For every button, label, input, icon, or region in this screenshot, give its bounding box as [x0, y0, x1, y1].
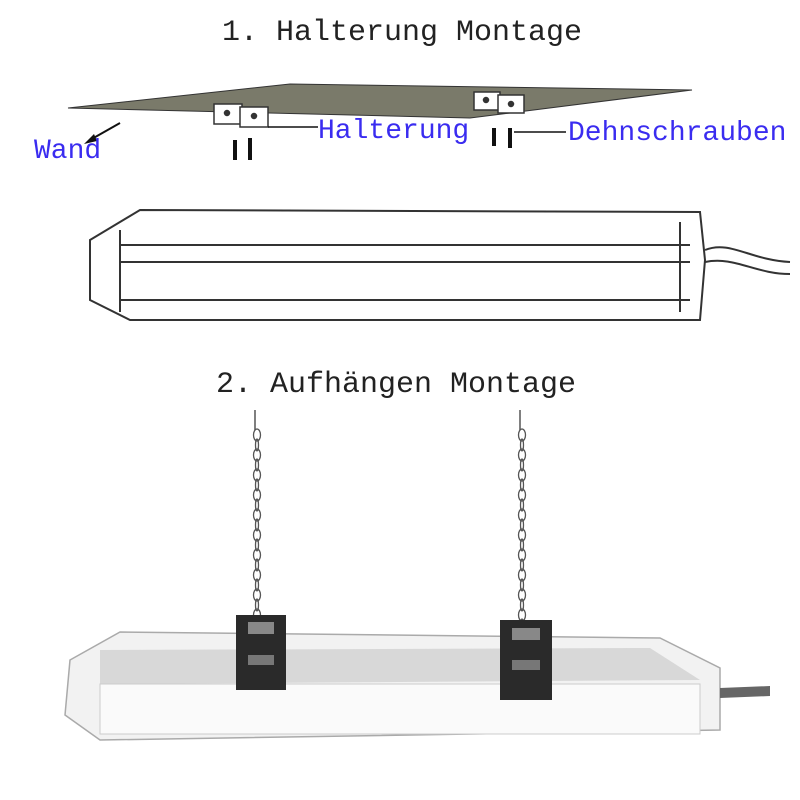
- hanging-bracket-right: [500, 620, 552, 700]
- section-2-title: 2. Aufhängen Montage: [216, 368, 577, 402]
- hanging-bracket-left: [236, 615, 286, 690]
- chain-link: [252, 488, 262, 502]
- section-1-title: 1. Halterung Montage: [222, 16, 583, 50]
- chain-link: [519, 558, 525, 572]
- chain-left: [252, 428, 262, 622]
- ceiling-plate: [67, 83, 693, 119]
- chain-link: [519, 498, 525, 512]
- bracket-right: [473, 91, 525, 114]
- wall-arrow-icon: [84, 122, 121, 144]
- chain-link: [252, 528, 262, 542]
- chain-link: [519, 538, 525, 552]
- chain-link: [252, 508, 262, 522]
- chain-link: [254, 518, 260, 532]
- chain-link: [252, 588, 262, 602]
- chain-link: [517, 588, 527, 602]
- screws-label: Dehnschrauben: [568, 118, 787, 149]
- chain-link: [254, 578, 260, 592]
- chain-link: [254, 498, 260, 512]
- bracket-label: Halterung: [318, 116, 470, 147]
- chain-link: [519, 598, 525, 612]
- chain-link: [517, 428, 527, 442]
- chain-link: [517, 528, 527, 542]
- chain-link: [517, 508, 527, 522]
- chain-link: [252, 568, 262, 582]
- chain-link: [517, 468, 527, 482]
- lamp-fixture-photo: [64, 631, 770, 741]
- chain-right: [517, 428, 527, 632]
- chain-link: [252, 468, 262, 482]
- chain-link: [519, 518, 525, 532]
- wall-label: Wand: [34, 136, 102, 167]
- lamp-fixture-sketch: [89, 208, 791, 321]
- hanging-chains: [254, 410, 521, 430]
- chain-link: [519, 438, 525, 452]
- bracket-left: [213, 103, 269, 128]
- chain-link: [519, 578, 525, 592]
- chain-link: [252, 428, 262, 442]
- chain-link: [252, 448, 262, 462]
- chain-link: [254, 538, 260, 552]
- chain-link: [254, 458, 260, 472]
- chain-link: [517, 448, 527, 462]
- chain-link: [254, 598, 260, 612]
- chain-link: [519, 458, 525, 472]
- chain-link: [254, 478, 260, 492]
- chain-link: [517, 548, 527, 562]
- chain-link: [254, 558, 260, 572]
- chain-link: [252, 548, 262, 562]
- chain-link: [517, 568, 527, 582]
- screws-icon: [233, 128, 512, 160]
- chain-link: [254, 438, 260, 452]
- chain-link: [519, 478, 525, 492]
- chain-link: [517, 488, 527, 502]
